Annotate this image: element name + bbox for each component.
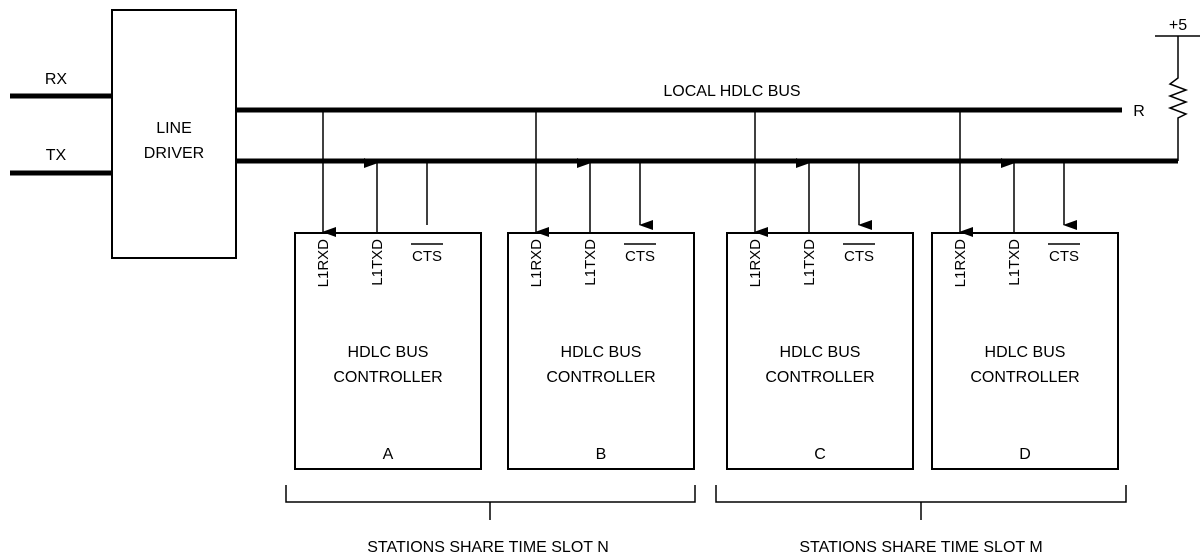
pin-cts-label-b: CTS: [625, 248, 655, 265]
terminator-label: R: [1133, 103, 1145, 120]
pin-txd-label-b: L1TXD: [582, 239, 599, 286]
line-driver-label-2: DRIVER: [144, 145, 204, 162]
pullup-resistor: [1167, 36, 1189, 161]
controller-title-2-d: CONTROLLER: [970, 369, 1079, 386]
controller-letter-c: C: [814, 446, 826, 463]
controller-title-1-d: HDLC BUS: [985, 344, 1066, 361]
controller-title-2-a: CONTROLLER: [333, 369, 442, 386]
pin-txd-label-c: L1TXD: [801, 239, 818, 286]
tx-label: TX: [46, 147, 67, 164]
pin-rxd-label-c: L1RXD: [747, 239, 764, 288]
controller-box-c: [726, 232, 914, 470]
controller-title-1-a: HDLC BUS: [348, 344, 429, 361]
group-label-n: STATIONS SHARE TIME SLOT N: [367, 539, 609, 556]
controller-letter-b: B: [596, 446, 607, 463]
pin-rxd-label-a: L1RXD: [315, 239, 332, 288]
pin-rxd-label-d: L1RXD: [952, 239, 969, 288]
bus-label: LOCAL HDLC BUS: [663, 83, 800, 100]
group-bracket-m: [715, 485, 1127, 520]
controller-letter-a: A: [383, 446, 394, 463]
controller-title-2-c: CONTROLLER: [765, 369, 874, 386]
controller-letter-d: D: [1019, 446, 1031, 463]
controllers-group: L1RXD L1TXD CTS HDLC BUS CONTROLLER A L1RXD L1T…: [294, 110, 1119, 470]
pin-txd-label-a: L1TXD: [369, 239, 386, 286]
controller-title-1-c: HDLC BUS: [780, 344, 861, 361]
group-label-m: STATIONS SHARE TIME SLOT M: [799, 539, 1042, 556]
group-bracket-n: [285, 485, 696, 520]
pin-txd-label-d: L1TXD: [1006, 239, 1023, 286]
controller-box-b: [507, 232, 695, 470]
pin-cts-label-d: CTS: [1049, 248, 1079, 265]
controller-title-2-b: CONTROLLER: [546, 369, 655, 386]
pin-rxd-label-b: L1RXD: [528, 239, 545, 288]
rx-label: RX: [45, 71, 68, 88]
controller-title-1-b: HDLC BUS: [561, 344, 642, 361]
pin-cts-label-c: CTS: [844, 248, 874, 265]
line-driver-label-1: LINE: [156, 120, 192, 137]
controller-box-d: [931, 232, 1119, 470]
supply-label: +5: [1169, 17, 1187, 34]
controller-box-a: [294, 232, 482, 470]
pin-cts-label-a: CTS: [412, 248, 442, 265]
line-driver-box: [111, 9, 237, 259]
